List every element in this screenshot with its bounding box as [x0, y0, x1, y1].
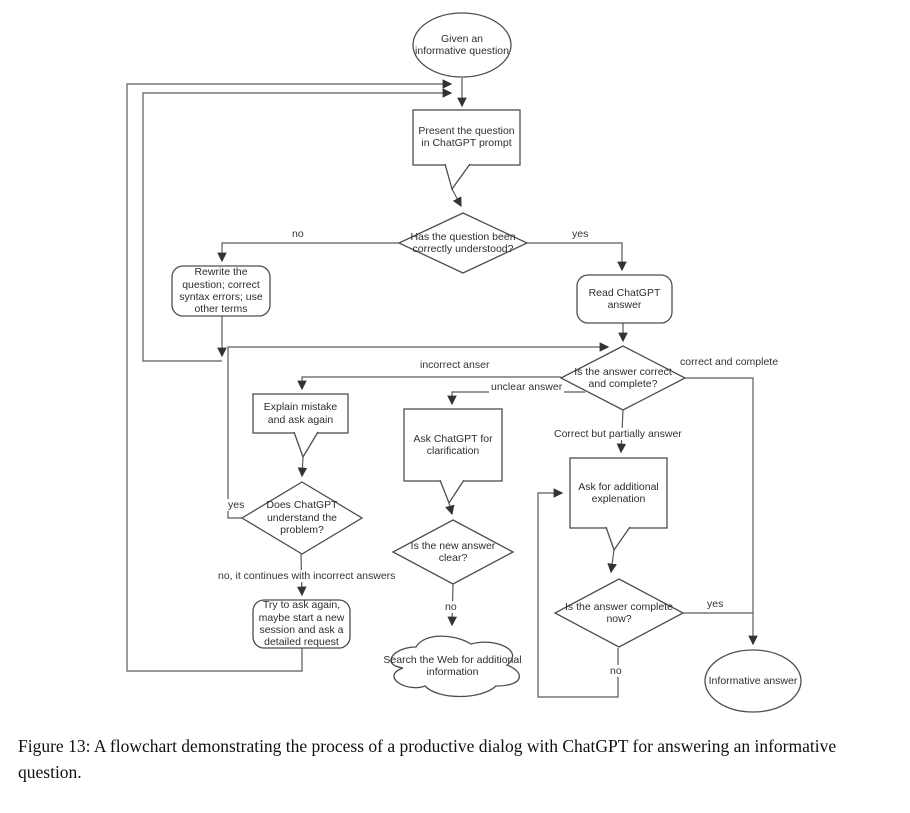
edge-inner-loop: [142, 88, 453, 362]
edge-understood-read: [527, 242, 627, 272]
node-read-rounded: [576, 274, 673, 324]
node-answer-ellipse: [704, 649, 802, 713]
node-explain-tail: [293, 431, 319, 459]
node-rewrite-rounded: [171, 265, 271, 317]
edge-present-understood: [451, 188, 462, 208]
node-correct-label: Is the answer correct and complete?: [574, 365, 672, 390]
node-understands-diamond: [240, 481, 364, 555]
node-start-label: Given an informative question: [415, 32, 509, 57]
node-correct-diamond: [559, 345, 687, 411]
node-understands-label: Does ChatGPT understand the problem?: [266, 499, 338, 537]
node-explanation-tail: [605, 526, 631, 552]
node-clarify-callout: [403, 408, 503, 482]
node-explanation-callout: [569, 457, 668, 529]
edge-label-yes-understands: yes: [226, 499, 247, 511]
node-clarify-label: Ask ChatGPT for clarification: [413, 432, 493, 457]
node-tryagain-rounded: [252, 599, 351, 649]
node-present-callout: [412, 109, 521, 166]
edge-understands-correct: [227, 342, 610, 519]
node-present-label: Present the question in ChatGPT prompt: [418, 124, 515, 149]
edge-label-incorrect: incorrect anser: [418, 359, 492, 371]
node-answer-label: Informative answer: [708, 674, 798, 687]
node-present-tail: [444, 163, 471, 191]
edge-label-no-continues: no, it continues with incorrect answers: [216, 570, 398, 582]
edge-outer-loop: [126, 79, 453, 672]
node-tryagain-label: Try to ask again, maybe start a new sess…: [258, 599, 345, 649]
node-search-cloud: [390, 635, 520, 698]
flowchart-canvas: [126, 12, 802, 713]
edge-clarify-clear: [445, 502, 455, 516]
flow-connectors: [126, 78, 758, 698]
edge-label-yes-complete: yes: [705, 598, 726, 610]
edge-understood-rewrite: [217, 242, 399, 263]
edge-label-no-understood: no: [290, 228, 306, 240]
figure-caption: Figure 13: A flowchart demonstrating the…: [18, 736, 837, 783]
edge-label-no-complete: no: [608, 665, 624, 677]
node-clear-label: Is the new answer clear?: [410, 539, 496, 564]
node-search-label: Search the Web for additional informatio…: [383, 653, 522, 678]
node-clear-diamond: [391, 519, 515, 585]
node-clarify-tail: [439, 479, 465, 505]
node-explain-label: Explain mistake and ask again: [263, 401, 338, 426]
edge-correct-answer: [685, 377, 758, 646]
node-complete-label: Is the answer complete now?: [565, 600, 673, 625]
node-explanation-label: Ask for additional explenation: [578, 480, 659, 505]
edge-complete-explanation-loop: [537, 488, 619, 698]
edge-label-correct-complete: correct and complete: [678, 356, 781, 368]
node-rewrite-label: Rewrite the question; correct syntax err…: [179, 266, 263, 316]
edge-correct-explain: [297, 376, 561, 391]
node-understood-label: Has the question been correctly understo…: [410, 230, 516, 255]
node-read-label: Read ChatGPT answer: [588, 286, 661, 311]
edge-label-yes-understood: yes: [570, 228, 591, 240]
edge-label-unclear: unclear answer: [489, 381, 565, 393]
flow-shapes: [171, 12, 802, 713]
edge-explanation-complete: [607, 549, 617, 574]
edge-label-partial: Correct but partially answer: [552, 428, 684, 440]
node-complete-diamond: [553, 578, 685, 648]
edge-label-no-clear: no: [443, 601, 459, 613]
edge-explain-understands: [297, 456, 308, 478]
node-start-ellipse: [412, 12, 512, 78]
node-understood-diamond: [397, 212, 529, 274]
